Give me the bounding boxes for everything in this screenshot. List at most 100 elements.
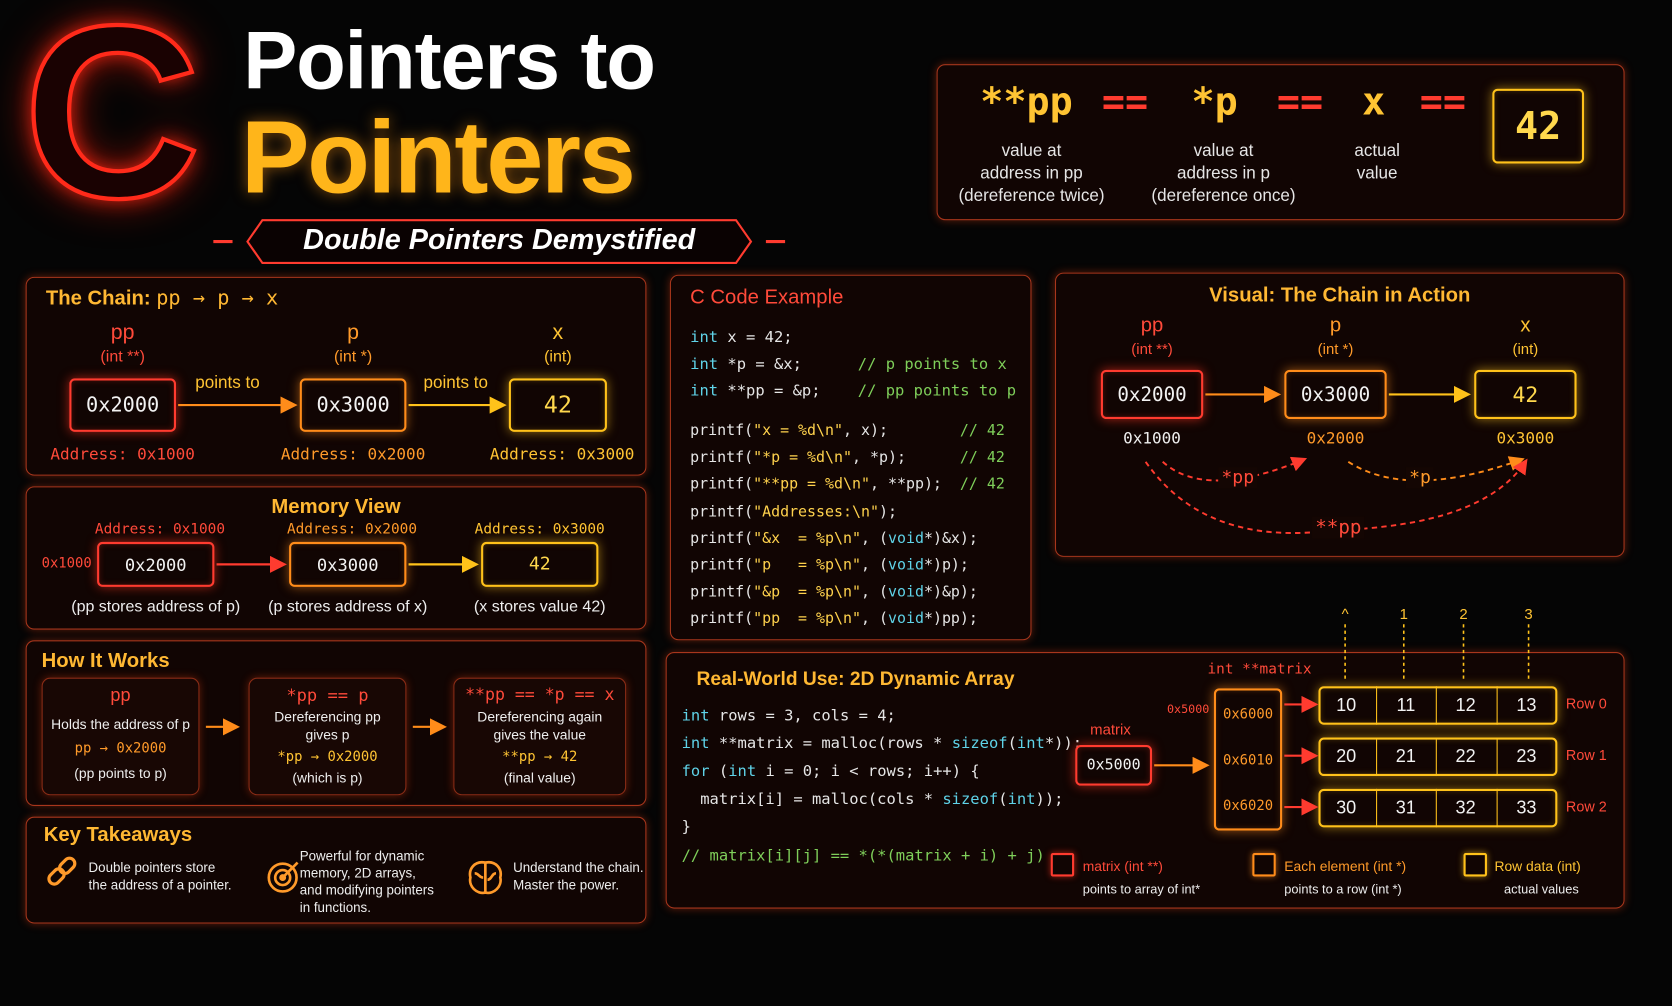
legend-swatch-orange	[1252, 852, 1276, 877]
how-step-3-line3: (final value)	[503, 769, 576, 786]
takeaway-3-text1: Understand the chain.	[513, 860, 644, 876]
how-step-3-line1: Dereferencing again	[477, 708, 603, 725]
visual-node-pp-name: pp	[1140, 314, 1164, 337]
eq-desc-3: actual value	[1354, 142, 1400, 183]
how-title: How It Works	[41, 649, 170, 673]
chain-node-x-name: x	[552, 320, 564, 345]
rw-col-header-3: 3	[1524, 604, 1533, 623]
takeaway-3-text2: Master the power.	[513, 877, 620, 893]
rw-col-header-2: 2	[1459, 604, 1468, 623]
rw-cell: 20	[1336, 746, 1357, 767]
visual-node-p-box: 0x3000	[1284, 369, 1387, 420]
memory-cell-2-note: (p stores address of x)	[268, 597, 428, 616]
target-icon	[267, 861, 299, 893]
memory-cell-1: 0x2000	[97, 541, 215, 587]
how-step-3-line1b: gives the value	[493, 726, 587, 743]
how-arrows	[205, 718, 447, 736]
visual-node-p-name: p	[1329, 314, 1342, 337]
visual-node-pp-box: 0x2000	[1100, 369, 1204, 420]
takeaway-icons	[47, 856, 503, 895]
rw-ptr-label: int **matrix	[1207, 660, 1312, 678]
how-step-2-line2: *pp → 0x2000	[277, 749, 378, 766]
chain-title: The Chain: pp → p → x	[45, 286, 279, 310]
rw-ptr-row-0: 0x6000	[1222, 706, 1274, 723]
rw-cell: 31	[1376, 788, 1435, 828]
memory-cell-1-note: (pp stores address of p)	[71, 597, 241, 616]
rw-col-header-1: 1	[1399, 604, 1408, 623]
visual-node-x-type: (int)	[1512, 339, 1539, 358]
chain-node-p-address: Address: 0x2000	[280, 444, 426, 464]
rw-cell: 23	[1496, 737, 1556, 777]
rw-cell: 30	[1336, 797, 1357, 818]
how-panel: How It Works pp Holds the address of p p…	[25, 640, 647, 806]
eq-desc-1: value at address in pp (dereference twic…	[958, 142, 1105, 206]
realworld-code: int rows = 3, cols = 4; int **matrix = m…	[681, 707, 1083, 836]
memory-left-address: 0x1000	[41, 555, 92, 572]
legend-1-desc: points to array of int*	[1082, 881, 1201, 897]
visual-node-x-name: x	[1520, 314, 1531, 337]
chain-node-p-name: p	[347, 320, 360, 345]
eq-term-3: x	[1362, 80, 1386, 124]
rw-arrows	[1154, 624, 1530, 816]
legend-swatch-yellow	[1463, 852, 1487, 877]
how-step-3-head: **pp == *p == x	[465, 685, 615, 705]
visual-node-pp-type: (int **)	[1131, 339, 1173, 358]
realworld-comment: // matrix[i][j] == *(*(matrix + i) + j)	[681, 847, 1045, 865]
chain-node-pp-type: (int **)	[100, 347, 145, 366]
rw-cell: 33	[1496, 788, 1556, 828]
eq-op-1: ==	[1101, 80, 1149, 124]
chain-arrow-label-2: points to	[423, 374, 488, 393]
chain-node-p-type: (int *)	[333, 347, 373, 366]
takeaway-1-text1: Double pointers store	[88, 860, 216, 876]
visual-deref-ppp: **pp	[1312, 516, 1365, 539]
how-step-2-head: *pp == p	[286, 685, 369, 706]
how-step-2-line1: Dereferencing pp	[274, 708, 381, 725]
how-step-2: *pp == p Dereferencing pp gives p *pp → …	[248, 677, 407, 796]
rw-row-1	[1318, 737, 1558, 777]
memory-cell-3-address: Address: 0x3000	[474, 520, 605, 538]
memory-panel: Memory View Address: 0x1000 Address: 0x2…	[25, 486, 647, 630]
rw-matrix-label: matrix	[1090, 720, 1131, 738]
rw-ptr-row-1: 0x6010	[1222, 752, 1274, 769]
rw-cell: 10	[1336, 694, 1357, 716]
eq-op-2: ==	[1276, 80, 1324, 124]
takeaway-2-text3: and modifying pointers	[299, 882, 434, 898]
legend-2-desc: points to a row (int *)	[1284, 881, 1402, 897]
memory-cell-3-note: (x stores value 42)	[473, 597, 606, 616]
visual-panel: Visual: The Chain in Action pp (int **) …	[1054, 272, 1625, 557]
subtitle-frame	[213, 219, 786, 265]
legend-3-title: Row data (int)	[1494, 858, 1581, 875]
visual-node-p-type: (int *)	[1317, 339, 1354, 358]
title-line2: Pointers	[241, 100, 636, 215]
memory-cell-2: 0x3000	[289, 541, 407, 587]
code-block-decl: int x = 42; int *p = &x; // p points to …	[690, 329, 1017, 400]
rw-cell: 13	[1496, 686, 1556, 725]
chain-node-x-address: Address: 0x3000	[489, 444, 635, 464]
legend-3-desc: actual values	[1504, 881, 1579, 897]
legend-2-title: Each element (int *)	[1284, 858, 1407, 875]
code-panel: C Code Example int x = 42; int *p = &x; …	[669, 274, 1032, 641]
takeaways-title: Key Takeaways	[43, 824, 193, 847]
how-step-3: **pp == *p == x Dereferencing again give…	[453, 677, 627, 796]
rw-row-label-1: Row 1	[1565, 747, 1607, 764]
equation-panel: **pp == *p == x == 42 value at address i…	[936, 64, 1625, 221]
chain-node-x-type: (int)	[544, 347, 572, 366]
visual-node-x-address: 0x3000	[1496, 428, 1555, 448]
title-line1: Pointers to	[243, 16, 656, 107]
memory-cell-3: 42	[481, 541, 599, 587]
memory-cell-1-address: Address: 0x1000	[94, 520, 225, 538]
how-step-1-line3: (pp points to p)	[74, 765, 167, 782]
how-step-3-line2: **pp → 42	[502, 749, 578, 766]
code-title: C Code Example	[690, 286, 844, 309]
how-step-1-head: pp	[110, 685, 131, 706]
how-step-1-line1: Holds the address of p	[51, 716, 190, 733]
memory-title: Memory View	[271, 495, 401, 519]
visual-deref-p: *p	[1405, 467, 1435, 489]
eq-term-1: **pp	[980, 80, 1073, 124]
rw-ptr-address: 0x5000	[1166, 702, 1210, 717]
rw-col-header-0: ^	[1341, 604, 1349, 623]
chain-node-x-box: 42	[508, 378, 607, 432]
how-step-2-line1b: gives p	[305, 726, 350, 743]
chain-node-p-box: 0x3000	[299, 378, 407, 432]
takeaway-2-text2: memory, 2D arrays,	[299, 865, 416, 881]
